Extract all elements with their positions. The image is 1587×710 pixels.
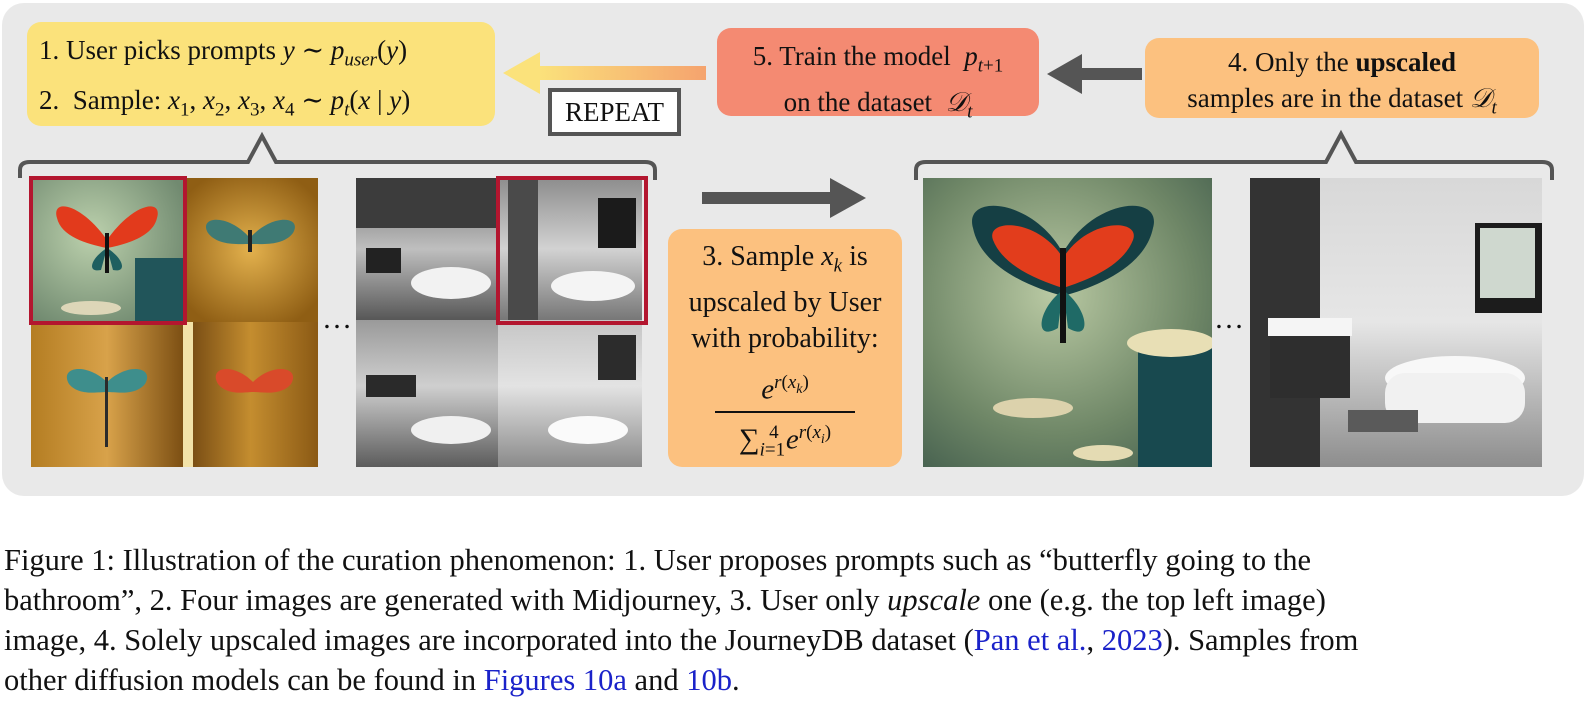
bathroom-image-3 [356,320,498,467]
bathtub-icon [356,178,498,299]
butterfly-image-1 [31,178,183,322]
butterfly-image-3 [31,322,183,467]
bathroom-image-1 [356,178,498,320]
step5-line2: on the dataset 𝒟t [783,87,973,123]
step3-line2: upscaled by User [688,286,882,318]
step4-box: 4. Only the upscaled samples are in the … [1145,38,1539,118]
butterfly-icon [56,206,183,322]
step3-box: 3. Sample xk is upscaled by User with pr… [668,229,902,467]
caption-line-1: Figure 1: Illustration of the curation p… [4,543,1312,577]
figure-link-10b[interactable]: 10b [686,663,732,697]
butterfly-image-2 [183,178,318,322]
probability-denominator: ∑i=14 er(xi) [738,422,832,461]
butterfly-icon [206,219,295,252]
repeat-label: REPEAT [548,88,681,136]
selected-sample-border-butterfly [29,176,187,325]
citation-link-pan[interactable]: Pan et al. [973,623,1087,657]
caption-line-2: bathroom”, 2. Four images are generated … [4,583,1326,617]
bathtub-icon [548,335,636,444]
dataset-arrow [1047,54,1142,94]
ellipsis-right: … [1214,302,1246,335]
step5-line1: 5. Train the model pt+1 [752,41,1004,77]
bathtub-icon [508,178,636,320]
upscaled-butterfly-image [923,178,1212,467]
right-bracket [914,129,1554,180]
left-bracket [18,131,657,180]
fraction-bar [715,411,855,414]
figure-caption: Figure 1: Illustration of the curation p… [4,540,1584,700]
butterfly-icon [972,205,1212,467]
caption-line-3: image, 4. Solely upscaled images are inc… [4,623,1359,657]
caption-line-4: other diffusion models can be found in F… [4,663,740,697]
step4-line2: samples are in the dataset 𝒟t [1187,83,1497,119]
step1-box: 1. User picks prompts y ∼ puser(y) 2. Sa… [27,22,495,126]
butterfly-image-4 [183,322,318,467]
step5-box: 5. Train the model pt+1 on the dataset 𝒟… [717,28,1039,123]
ellipsis-left: … [322,302,354,335]
repeat-arrow [503,52,706,94]
butterfly-icon [183,322,294,467]
bathroom-image-4 [498,320,642,467]
butterfly-icon [66,369,148,447]
step4-line1: 4. Only the upscaled [1227,47,1457,77]
step3-line3: with probability: [691,322,879,354]
step3-line1: 3. Sample xk is [702,241,868,277]
selected-sample-border-bathroom [496,176,648,325]
upscale-arrow [702,178,866,218]
citation-link-year[interactable]: 2023 [1101,623,1163,657]
step1-line2: 2. Sample: x1, x2, x3, x4 ∼ pt(x | y) [39,85,411,121]
probability-numerator: er(xk) [761,371,809,406]
upscaled-bathroom-image [1250,178,1542,467]
bathtub-icon [1250,178,1542,467]
figure-link-10a[interactable]: Figures 10a [483,663,627,697]
bathtub-icon [366,375,491,444]
bathroom-image-2 [498,178,642,320]
step1-line1: 1. User picks prompts y ∼ puser(y) [39,35,408,71]
